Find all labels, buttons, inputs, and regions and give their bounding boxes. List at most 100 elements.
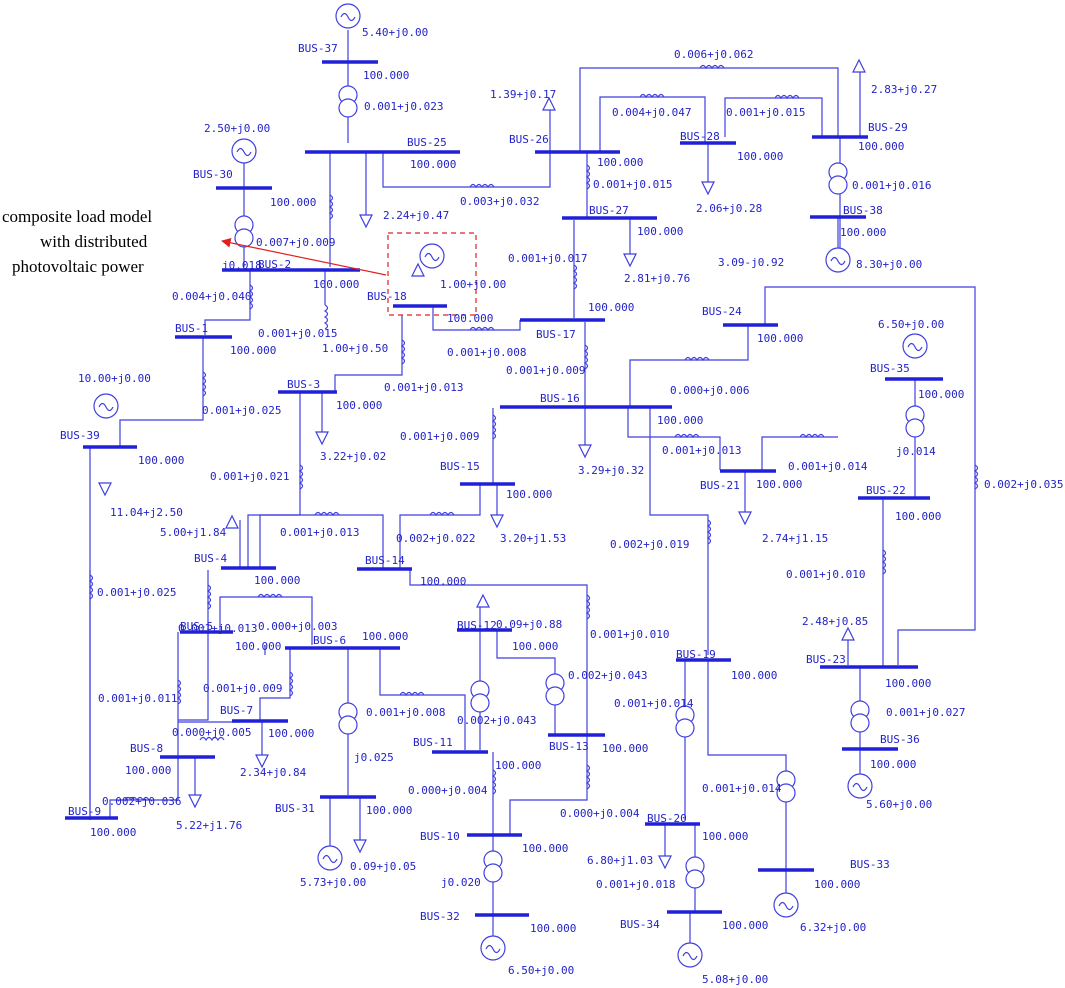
transformer-icon	[776, 770, 796, 803]
load-arrow-icon	[852, 58, 866, 73]
bus-name: BUS-1	[175, 322, 208, 335]
impedance-value: 0.001+j0.013	[280, 526, 359, 539]
generator-icon	[677, 942, 703, 968]
coil-icon	[706, 519, 712, 545]
bus-voltage: 100.000	[870, 758, 916, 771]
load-arrow-icon	[476, 593, 490, 608]
bus-name: BUS-24	[702, 305, 742, 318]
impedance-value: 0.001+j0.009	[506, 364, 585, 377]
load-arrow-icon	[658, 855, 672, 870]
bus-name: BUS-3	[287, 378, 320, 391]
load-value: 3.09-j0.92	[718, 256, 784, 269]
load-arrow-icon	[738, 511, 752, 526]
transformer-icon	[685, 856, 705, 889]
coil-icon	[298, 464, 304, 490]
bus-voltage: 100.000	[313, 278, 359, 291]
impedance-value: 0.001+j0.014	[702, 782, 782, 795]
coil-icon	[176, 679, 182, 705]
coil-icon	[572, 264, 578, 290]
coil-icon	[469, 326, 495, 332]
coil-icon	[124, 796, 150, 802]
bus-name: BUS-27	[589, 204, 629, 217]
bus-voltage: 100.000	[447, 312, 493, 325]
impedance-value: 0.006+j0.062	[674, 48, 753, 61]
coil-icon	[699, 64, 725, 70]
annotation-line-2: with distributed	[40, 232, 148, 251]
impedance-value: 0.003+j0.032	[460, 195, 539, 208]
coil-icon	[674, 433, 700, 439]
bus-names: BUS-1 BUS-2 BUS-3 BUS-4 BUS-5 BUS-6 BUS-…	[60, 42, 920, 931]
load-value: 1.39+j0.17	[490, 88, 556, 101]
impedance-value: 0.001+j0.009	[203, 682, 282, 695]
load-value: 2.74+j1.15	[762, 532, 828, 545]
coil-icon	[206, 584, 212, 610]
transformer-icon	[483, 850, 503, 883]
load-value: 2.34+j0.84	[240, 766, 307, 779]
generator-outputs: 5.40+j0.00 2.50+j0.00 8.30+j0.00 1.00+j0…	[78, 26, 944, 986]
impedance-value: 0.001+j0.011	[98, 692, 177, 705]
load-value: 3.29+j0.32	[578, 464, 644, 477]
bus-voltage: 100.000	[840, 226, 886, 239]
annotation-line-1: composite load model	[2, 207, 152, 226]
annotation-arrow	[221, 238, 387, 276]
generator-icon	[419, 243, 445, 269]
impedance-value: 0.007+j0.009	[256, 236, 335, 249]
bus-name: BUS-33	[850, 858, 890, 871]
impedance-value: j0.020	[441, 876, 481, 889]
coil-icon	[399, 691, 425, 697]
generator-output: 5.40+j0.00	[362, 26, 428, 39]
generator-icon	[825, 247, 851, 273]
bus-voltage: 100.000	[363, 69, 409, 82]
impedance-value: 0.001+j0.025	[97, 586, 176, 599]
loads	[98, 58, 866, 870]
load-arrow-icon	[411, 262, 425, 277]
coil-icon	[491, 769, 497, 795]
bus-name: BUS-29	[868, 121, 908, 134]
impedance-value: 0.001+j0.018	[596, 878, 675, 891]
bus-voltage: 100.000	[597, 156, 643, 169]
bus-name: BUS-21	[700, 479, 740, 492]
load-arrow-icon	[490, 514, 504, 529]
bus-voltages: 100.000 100.000 100.000 100.000 100.000 …	[90, 69, 964, 935]
coil-icon	[973, 464, 979, 490]
generator-icon	[231, 138, 257, 164]
impedance-coils	[88, 64, 979, 802]
coil-icon	[328, 194, 334, 220]
bus-voltage: 100.000	[814, 878, 860, 891]
coil-icon	[248, 284, 254, 310]
load-value: 6.80+j1.03	[587, 854, 653, 867]
generator-output: 5.08+j0.00	[702, 973, 768, 986]
generator-output: 6.50+j0.00	[508, 964, 574, 977]
impedance-value: 0.004+j0.047	[612, 106, 691, 119]
load-arrow-icon	[623, 253, 637, 268]
impedance-value: 0.001+j0.013	[662, 444, 741, 457]
impedance-value: 0.001+j0.017	[508, 252, 587, 265]
bus-voltage: 100.000	[362, 630, 408, 643]
bus-voltage: 100.000	[731, 669, 777, 682]
coil-icon	[400, 339, 406, 365]
bus-name: BUS-4	[194, 552, 227, 565]
load-value: 0.09+j0.05	[350, 860, 416, 873]
bus-voltage: 100.000	[512, 640, 558, 653]
generator-icon	[847, 773, 873, 799]
coil-icon	[199, 736, 225, 742]
load-value: 3.20+j1.53	[500, 532, 566, 545]
generator-icon	[93, 393, 119, 419]
load-value: 2.83+j0.27	[871, 83, 937, 96]
generator-icon	[902, 333, 928, 359]
impedance-value: 0.002+j0.036	[102, 795, 181, 808]
load-value: 11.04+j2.50	[110, 506, 183, 519]
coil-icon	[429, 511, 455, 517]
impedance-value: 0.001+j0.013	[178, 622, 257, 635]
bus-name: BUS-36	[880, 733, 920, 746]
transformer-icon	[234, 215, 254, 248]
bus-name: BUS-25	[407, 136, 447, 149]
bus-name: BUS-7	[220, 704, 253, 717]
bus-voltage: 100.000	[885, 677, 931, 690]
bus-voltage: 100.000	[506, 488, 552, 501]
bus-name: BUS-12	[457, 619, 497, 632]
impedance-value: 0.002+j0.043	[568, 669, 647, 682]
bus-name: BUS-14	[365, 554, 405, 567]
